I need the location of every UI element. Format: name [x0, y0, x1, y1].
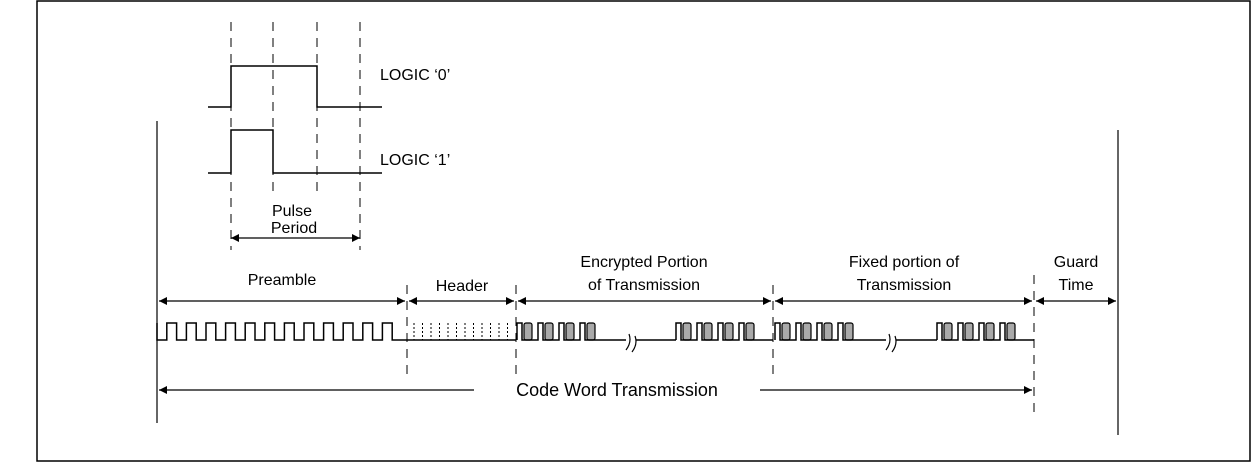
- fixed-bit-trace: [774, 322, 886, 341]
- encrypted-bit: [745, 322, 755, 341]
- preamble-waveform: [156, 322, 407, 341]
- code-word-label: Code Word Transmission: [516, 380, 718, 400]
- fixed-bit: [985, 322, 995, 341]
- encrypted-bit: [544, 322, 554, 341]
- encrypted-bit-trace: [675, 322, 773, 341]
- guard-label-line2: Time: [1059, 277, 1094, 294]
- fixed-bit: [844, 322, 854, 341]
- break-symbol: [885, 333, 897, 353]
- encrypted-bit: [682, 322, 692, 341]
- fixed-label-line2: Transmission: [857, 277, 952, 294]
- fixed-bit-trace: [936, 322, 1034, 341]
- logic-1-waveform: [208, 129, 382, 174]
- fixed-label-line1: Fixed portion of: [849, 254, 960, 271]
- encrypted-label-line2: of Transmission: [588, 277, 700, 294]
- encrypted-bit: [703, 322, 713, 341]
- encrypted-bit: [565, 322, 575, 341]
- fixed-bit: [802, 322, 812, 341]
- encrypted-bit: [724, 322, 734, 341]
- fixed-bit: [781, 322, 791, 341]
- preamble-label: Preamble: [248, 272, 317, 289]
- header-waveform: [407, 323, 516, 341]
- fixed-bit: [1006, 322, 1016, 341]
- logic-0-label: LOGIC ‘0’: [380, 67, 450, 84]
- encrypted-bit: [586, 322, 596, 341]
- period-label: Period: [271, 220, 317, 237]
- guard-label-line1: Guard: [1054, 254, 1098, 271]
- diagram-frame: [36, 0, 1251, 462]
- encrypted-label-line1: Encrypted Portion: [580, 254, 707, 271]
- fixed-bit: [964, 322, 974, 341]
- data-bits-waveform: [516, 322, 1034, 341]
- fixed-bit: [823, 322, 833, 341]
- logic-0-waveform: [208, 65, 382, 108]
- encrypted-bit: [523, 322, 533, 341]
- fixed-bit: [943, 322, 953, 341]
- break-symbol: [625, 333, 637, 353]
- pulse-label: Pulse: [272, 203, 312, 220]
- header-label: Header: [436, 278, 489, 295]
- logic-1-label: LOGIC ‘1’: [380, 152, 450, 169]
- encrypted-bit-trace: [516, 322, 626, 341]
